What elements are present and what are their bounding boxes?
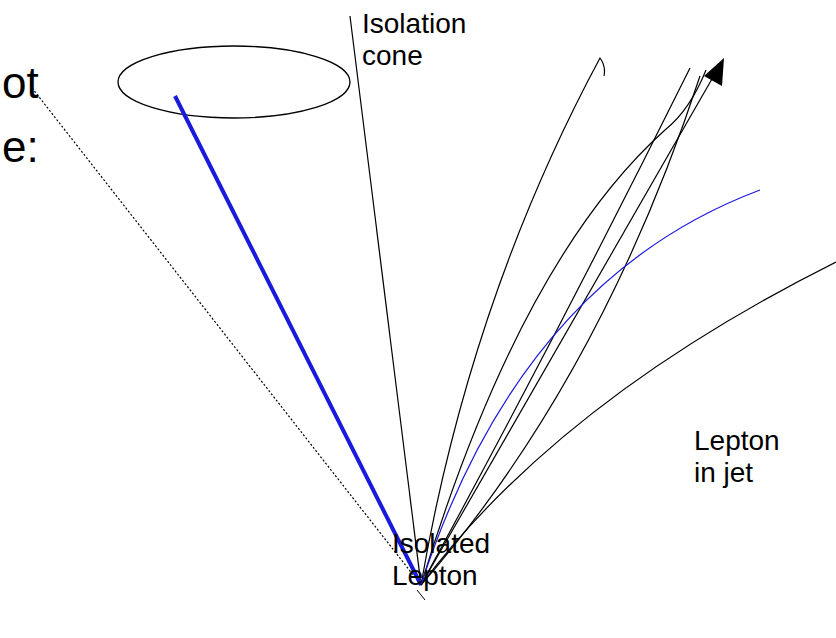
jet-track — [421, 68, 690, 585]
jet-axis-arrow — [421, 72, 716, 585]
cone-edge — [350, 16, 421, 585]
slide-text-fragment: ot — [2, 58, 39, 109]
cone-edge-dotted — [32, 88, 421, 585]
isolated-lepton-track — [175, 96, 421, 585]
isolation-cone-ellipse — [118, 46, 350, 118]
annotation-label: Isolated Lepton — [392, 528, 522, 592]
annotation-label: Isolation cone — [362, 8, 502, 72]
arrowhead — [704, 58, 724, 86]
lepton-in-jet-track — [421, 190, 760, 585]
jet-track — [421, 76, 700, 585]
annotation-label: Lepton in jet — [694, 425, 794, 489]
vertex-tick — [417, 590, 425, 600]
slide-text-fragment: e: — [2, 122, 39, 173]
jet-track — [421, 70, 706, 585]
jet-track — [421, 58, 605, 585]
